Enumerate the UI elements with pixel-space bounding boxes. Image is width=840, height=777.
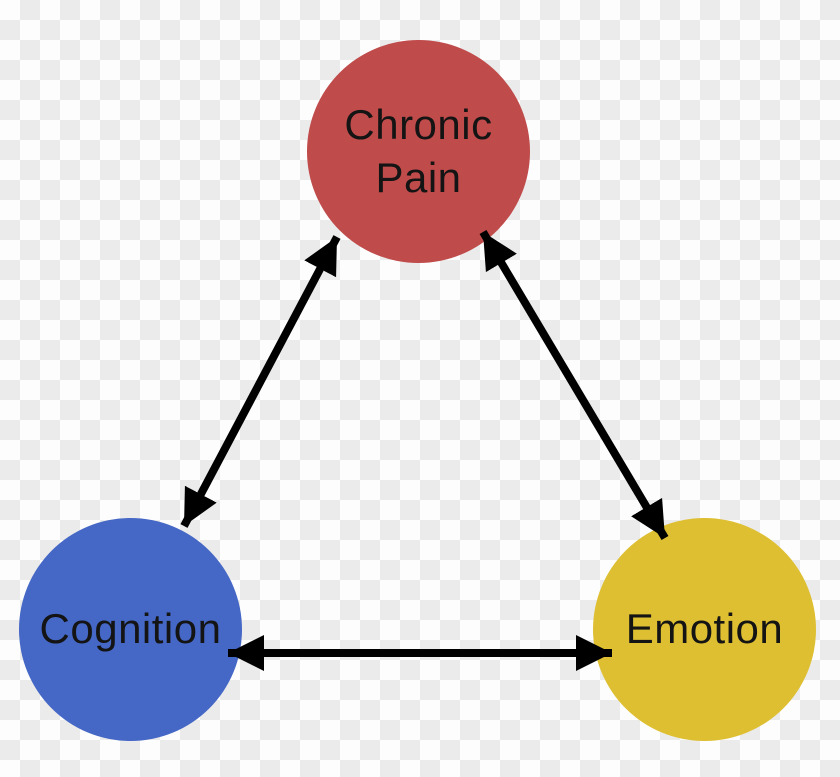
node-chronic-pain: Chronic Pain	[307, 40, 530, 263]
node-cognition-label: Cognition	[39, 605, 222, 653]
node-emotion-label: Emotion	[625, 605, 784, 653]
edge-chronic-pain-emotion	[479, 229, 669, 541]
node-cognition: Cognition	[19, 518, 242, 741]
node-emotion: Emotion	[593, 518, 816, 741]
node-chronic-pain-label: Chronic Pain	[344, 101, 493, 201]
edge-chronic-pain-cognition	[180, 235, 341, 528]
